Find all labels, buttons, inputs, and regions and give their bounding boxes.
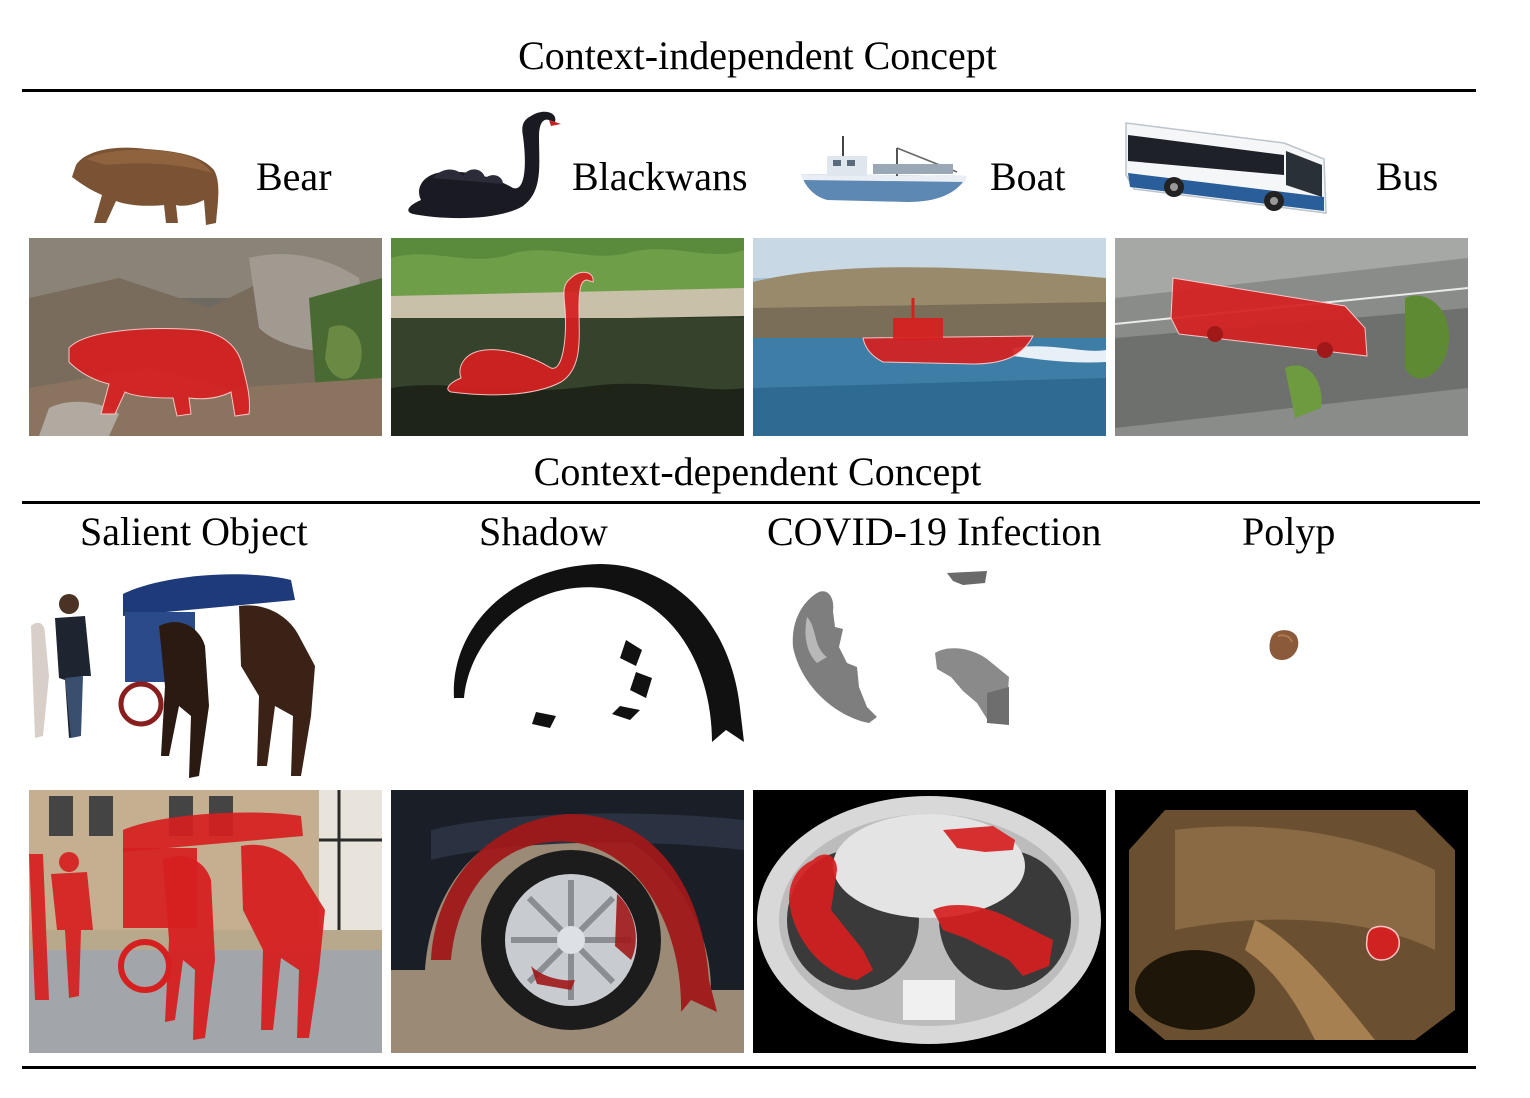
- section-title-independent: Context-independent Concept: [518, 33, 997, 78]
- section-title-dependent: Context-dependent Concept: [533, 449, 982, 494]
- concept-label-polyp: Polyp: [1242, 509, 1336, 554]
- black-swan-icon: [403, 96, 563, 224]
- boat-icon: [797, 134, 975, 206]
- bear-icon: [66, 135, 224, 230]
- top-rule: [22, 89, 1476, 92]
- concept-label-bus: Bus: [1376, 154, 1439, 199]
- bottom-rule: [22, 1066, 1476, 1069]
- concept-label-covid: COVID-19 Infection: [767, 509, 1102, 554]
- concept-label-boat: Boat: [990, 154, 1066, 199]
- polyp-endoscopy-scene-image: [1115, 790, 1468, 1053]
- concept-label-shadow: Shadow: [479, 509, 608, 554]
- bus-scene-image: [1115, 238, 1468, 436]
- shadow-mask-icon: [440, 558, 745, 764]
- infection-mask-icon: [787, 567, 1013, 729]
- covid-ct-scene-image: [753, 790, 1106, 1053]
- shadow-scene-image: [391, 790, 744, 1053]
- concept-label-bear: Bear: [256, 154, 332, 199]
- polyp-mask-icon: [1268, 628, 1300, 662]
- salient-object-scene-image: [29, 790, 382, 1053]
- concept-label-blackswan: Blackwans: [572, 154, 748, 199]
- bus-icon: [1124, 115, 1328, 225]
- bear-scene-image: [29, 238, 382, 436]
- concept-label-salient-object: Salient Object: [80, 509, 308, 554]
- swan-scene-image: [391, 238, 744, 436]
- middle-rule: [22, 501, 1480, 504]
- carriage-mask-icon: [29, 556, 334, 784]
- boat-scene-image: [753, 238, 1106, 436]
